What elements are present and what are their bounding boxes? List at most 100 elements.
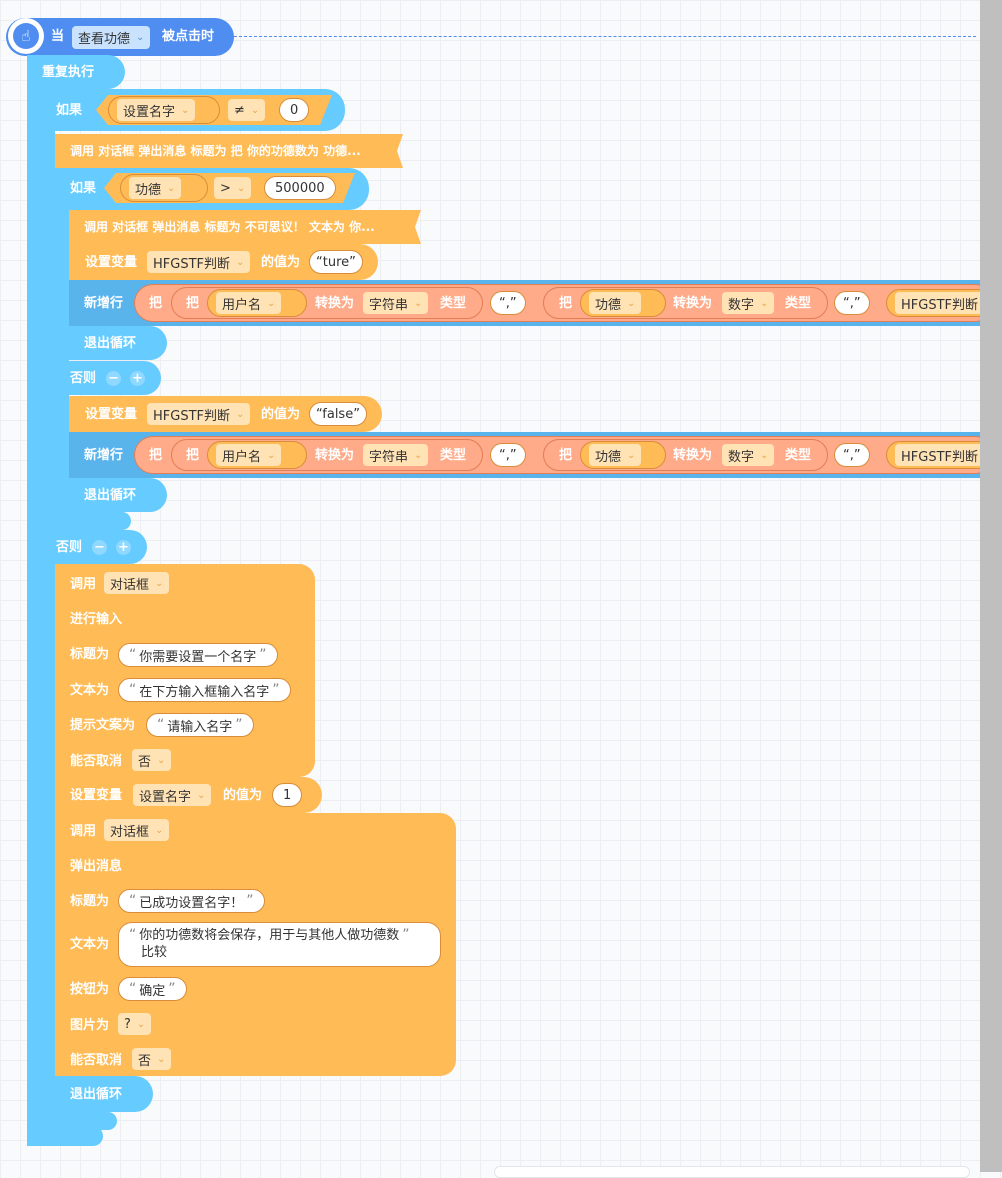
if1-operator-dropdown[interactable]: ≠⌄	[228, 99, 266, 121]
else2-plus-button[interactable]: +	[130, 371, 145, 386]
chevron-down-icon: ⌄	[136, 1018, 146, 1030]
if2-arm	[55, 168, 69, 528]
newrow-2-comma-input-1[interactable]: “,”	[490, 443, 526, 467]
newrow-2-type-string-dropdown[interactable]: 字符串⌄	[363, 444, 429, 466]
chevron-down-icon: ⌄	[167, 182, 176, 194]
event-target-dropdown[interactable]: 查看功德⌄	[72, 26, 151, 49]
setname-var-dropdown[interactable]: 设置名字⌄	[133, 784, 212, 806]
input-dialog-cancel-dropdown[interactable]: 否⌄	[132, 749, 172, 771]
input-dialog-title-label: 标题为	[70, 647, 110, 662]
setvar-false-value-label: 的值为	[261, 407, 301, 422]
setvar-true-label: 设置变量	[85, 255, 138, 270]
newrow-2-ba-label-3: 把	[559, 448, 573, 463]
connection-dashed-line	[234, 36, 976, 37]
if2-value-input[interactable]: 500000	[264, 176, 336, 200]
event-when-label: 当	[51, 29, 65, 44]
input-dialog-call-label: 调用	[70, 577, 97, 592]
else2-minus-button[interactable]: −	[106, 371, 121, 386]
newrow-1-user-dropdown[interactable]: 用户名⌄	[216, 292, 282, 314]
chevron-down-icon: ⌄	[136, 32, 145, 43]
repeat-label: 重复执行	[42, 65, 95, 80]
msg-dialog-image-dropdown[interactable]: ?⌄	[118, 1013, 152, 1035]
msg-dialog-call-label: 调用	[70, 824, 97, 839]
newrow-1-type-label: 类型	[440, 296, 467, 311]
input-dialog-title-input[interactable]: “你需要设置一个名字”	[118, 643, 278, 667]
input-dialog-hint-input[interactable]: “请输入名字”	[146, 713, 254, 737]
setname-value-input[interactable]: 1	[272, 783, 303, 807]
chevron-down-icon: ⌄	[157, 1053, 166, 1065]
newrow-1-ba-label-2: 把	[186, 296, 200, 311]
newrow-1-convert-label: 转换为	[315, 296, 355, 311]
chevron-down-icon: ⌄	[155, 824, 164, 836]
if1-value-input[interactable]: 0	[279, 98, 310, 122]
exit-loop-1-label: 退出循环	[84, 336, 137, 351]
newrow-1-gongde-dropdown[interactable]: 功德⌄	[589, 292, 642, 314]
msg-dialog-title-input[interactable]: “已成功设置名字！”	[118, 889, 265, 913]
chevron-down-icon: ⌄	[760, 449, 769, 461]
else1-label: 否则	[56, 540, 83, 555]
setname-label: 设置变量	[70, 788, 123, 803]
msg-dialog-cancel-dropdown[interactable]: 否⌄	[132, 1048, 172, 1070]
exit-loop-2-block[interactable]	[69, 478, 167, 512]
newrow-1-comma-input-2[interactable]: “,”	[834, 291, 870, 315]
newrow-2-comma-input-2[interactable]: “,”	[834, 443, 870, 467]
msg-dialog-image-label: 图片为	[70, 1018, 110, 1033]
if1-var-reporter[interactable]: 设置名字⌄	[108, 96, 220, 124]
exit-loop-3-label: 退出循环	[70, 1087, 123, 1102]
msg-dialog-title-label: 标题为	[70, 894, 110, 909]
newrow-2-convert-label-2: 转换为	[673, 448, 713, 463]
newrow-1-gongde-reporter[interactable]: 功德⌄	[580, 289, 666, 317]
if2-var-dropdown[interactable]: 功德⌄	[129, 177, 182, 199]
msg-dialog-text-label: 文本为	[70, 937, 110, 952]
newrow-2-ba-label: 把	[149, 448, 163, 463]
if1-var-dropdown[interactable]: 设置名字⌄	[117, 99, 196, 121]
chevron-down-icon: ⌄	[250, 104, 260, 116]
if2-var-reporter[interactable]: 功德⌄	[120, 174, 208, 202]
msg-dialog-text-input[interactable]: “你的功德数将会保存，用于与其他人做功德数” 比较	[118, 922, 441, 967]
input-dialog-block[interactable]	[55, 564, 315, 777]
chevron-down-icon: ⌄	[627, 297, 636, 309]
msg-dialog-target-dropdown[interactable]: 对话框⌄	[104, 819, 170, 841]
call-dialog-summary-1[interactable]	[55, 134, 403, 168]
if1-label: 如果	[56, 103, 83, 118]
if2-operator-dropdown[interactable]: >⌄	[214, 177, 252, 199]
else2-label: 否则	[70, 371, 97, 386]
else1-plus-button[interactable]: +	[116, 540, 131, 555]
call-dialog-summary-2[interactable]	[69, 210, 421, 244]
repeat-block-arm	[27, 55, 41, 1130]
newrow-1-type-string-dropdown[interactable]: 字符串⌄	[363, 292, 429, 314]
if1-footer	[41, 1112, 117, 1130]
chevron-down-icon: ⌄	[760, 297, 769, 309]
newrow-2-type-label: 类型	[440, 448, 467, 463]
newrow-1-user-reporter[interactable]: 用户名⌄	[207, 289, 307, 317]
setvar-false-var-dropdown[interactable]: HFGSTF判断⌄	[147, 403, 251, 425]
newrow-2-user-dropdown[interactable]: 用户名⌄	[216, 444, 282, 466]
exit-loop-1-block[interactable]	[69, 326, 167, 360]
chevron-down-icon: ⌄	[267, 449, 276, 461]
newrow-2-gongde-dropdown[interactable]: 功德⌄	[589, 444, 642, 466]
newrow-2-ba-label-2: 把	[186, 448, 200, 463]
input-dialog-target-dropdown[interactable]: 对话框⌄	[104, 572, 170, 594]
newrow-1-tail-dropdown[interactable]: HFGSTF判断	[895, 292, 984, 314]
else1-minus-button[interactable]: −	[92, 540, 107, 555]
input-dialog-text-input[interactable]: “在下方输入框输入名字”	[118, 678, 291, 702]
msg-dialog-button-input[interactable]: “确定”	[118, 977, 187, 1001]
setvar-false-value-input[interactable]: “false”	[309, 402, 367, 426]
newrow-2-type-number-dropdown[interactable]: 数字⌄	[722, 444, 775, 466]
newrow-1-comma-input-1[interactable]: “,”	[490, 291, 526, 315]
newrow-1-type-number-dropdown[interactable]: 数字⌄	[722, 292, 775, 314]
repeat-block-header[interactable]	[27, 55, 125, 89]
setvar-true-var-dropdown[interactable]: HFGSTF判断⌄	[147, 251, 251, 273]
hand-cursor-icon: ☝	[8, 18, 44, 54]
vertical-scrollbar[interactable]	[980, 0, 1002, 1172]
newrow-2-user-reporter[interactable]: 用户名⌄	[207, 441, 307, 469]
newrow-1-ba-label-3: 把	[559, 296, 573, 311]
chevron-down-icon: ⌄	[414, 449, 423, 461]
input-dialog-text-label: 文本为	[70, 683, 110, 698]
if2-label: 如果	[70, 181, 97, 196]
newrow-2-gongde-reporter[interactable]: 功德⌄	[580, 441, 666, 469]
exit-loop-3-block[interactable]	[55, 1076, 153, 1112]
setvar-true-value-input[interactable]: “ture”	[309, 250, 363, 274]
newrow-1-type-label-2: 类型	[785, 296, 812, 311]
newrow-2-tail-dropdown[interactable]: HFGSTF判断	[895, 444, 984, 466]
